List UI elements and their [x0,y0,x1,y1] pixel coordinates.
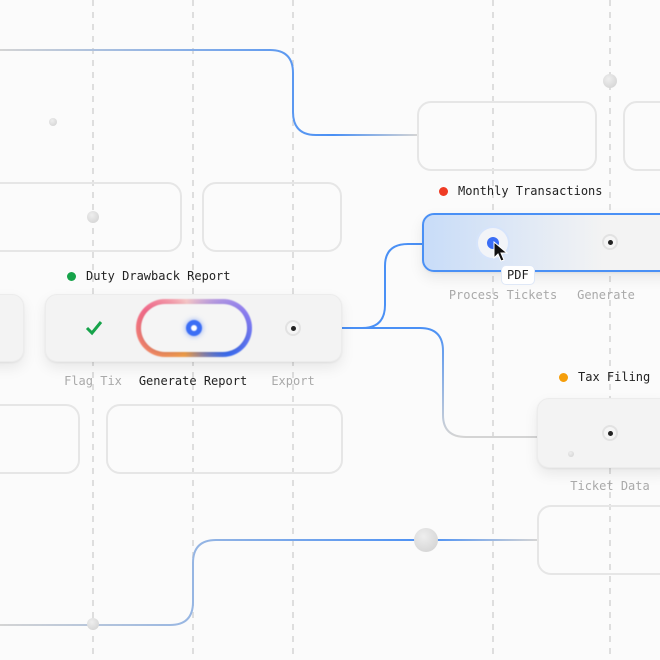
connector [0,49,417,136]
step-label: Export [271,374,315,388]
step-label: Process Tickets [448,288,558,302]
placeholder-card [623,101,660,171]
duty-card-title: Duty Drawback Report [67,269,231,283]
placeholder-card [537,505,660,575]
active-node-icon [186,320,202,336]
decor-dot [87,618,99,630]
monthly-transactions-card[interactable] [422,213,660,272]
pdf-tooltip: PDF [501,265,535,285]
ticket-data-node-icon[interactable] [602,425,618,441]
decor-dot [603,74,617,88]
placeholder-card [417,101,597,171]
monthly-card-title: Monthly Transactions [439,184,603,198]
step-label: Ticket Data [570,479,650,493]
partial-card [0,294,24,362]
check-icon [85,321,103,336]
decor-dot [49,118,57,126]
status-dot [559,372,568,382]
decor-dot [87,211,99,223]
decor-dot [568,451,574,457]
step-label: Flag Tix [64,374,122,388]
placeholder-card [0,404,80,474]
placeholder-card [0,182,182,252]
tax-card-title: Tax Filing [559,370,650,384]
generate-node-icon[interactable] [602,234,618,250]
status-dot [439,186,448,196]
connector [0,539,537,626]
placeholder-card [106,404,343,474]
step-label: Generate Report [138,374,248,388]
decor-dot [414,528,438,552]
cursor-icon [493,241,509,262]
tax-filing-card[interactable] [537,398,660,468]
status-dot [67,271,76,281]
generate-report-button[interactable] [136,299,252,357]
connector [342,243,422,329]
placeholder-card [202,182,342,252]
export-node-icon[interactable] [285,320,301,336]
connector [342,327,537,438]
step-label: Generate [577,288,635,302]
